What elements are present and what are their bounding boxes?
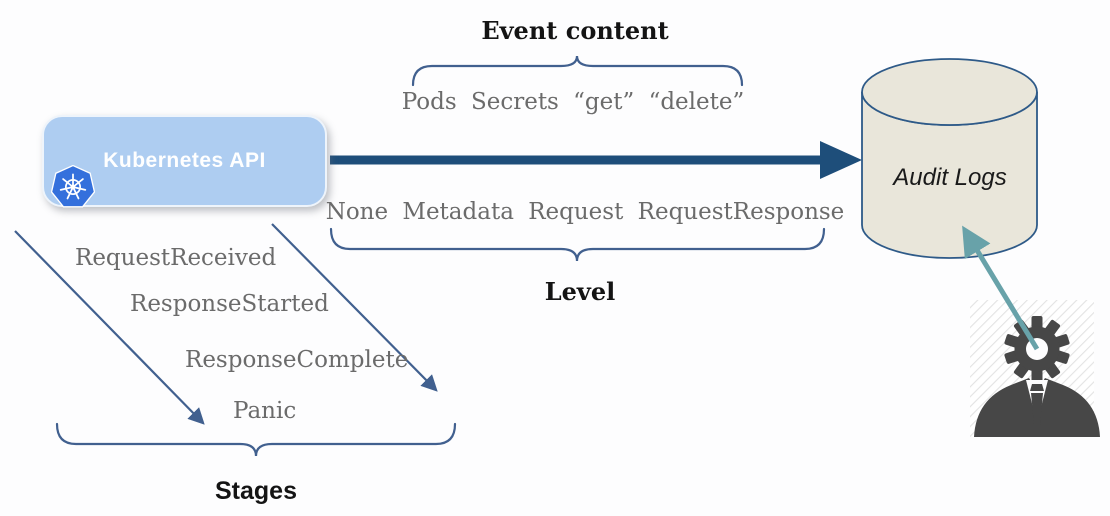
stages-arrow-right xyxy=(271,223,438,392)
admin-to-audit-arrow xyxy=(962,225,1040,351)
stage-label-request-received: RequestReceived xyxy=(75,245,277,271)
api-to-audit-arrow xyxy=(330,141,862,179)
audit-logs-label: Audit Logs xyxy=(893,164,1007,191)
stages-arrow-left xyxy=(14,230,205,425)
event-content-brace xyxy=(411,55,744,87)
level-brace xyxy=(329,227,826,262)
level-title: Level xyxy=(544,277,616,306)
level-values: None Metadata Request RequestResponse xyxy=(325,199,845,225)
kubernetes-api-label: Kubernetes API xyxy=(103,149,266,172)
event-content-values: Pods Secrets “get” “delete” xyxy=(401,89,745,115)
person-tie-blade xyxy=(1031,393,1043,431)
audit-logs-cylinder xyxy=(861,58,1038,259)
admin-user-icon xyxy=(970,300,1100,437)
person-tie-knot xyxy=(1030,384,1044,391)
stage-label-response-complete: ResponseComplete xyxy=(185,347,409,373)
event-content-title: Event content xyxy=(481,16,669,45)
stage-label-panic: Panic xyxy=(233,398,297,424)
stage-label-response-started: ResponseStarted xyxy=(130,291,329,317)
kubernetes-logo-icon xyxy=(51,165,95,208)
stages-brace xyxy=(55,422,457,457)
stages-title: Stages xyxy=(215,477,297,505)
